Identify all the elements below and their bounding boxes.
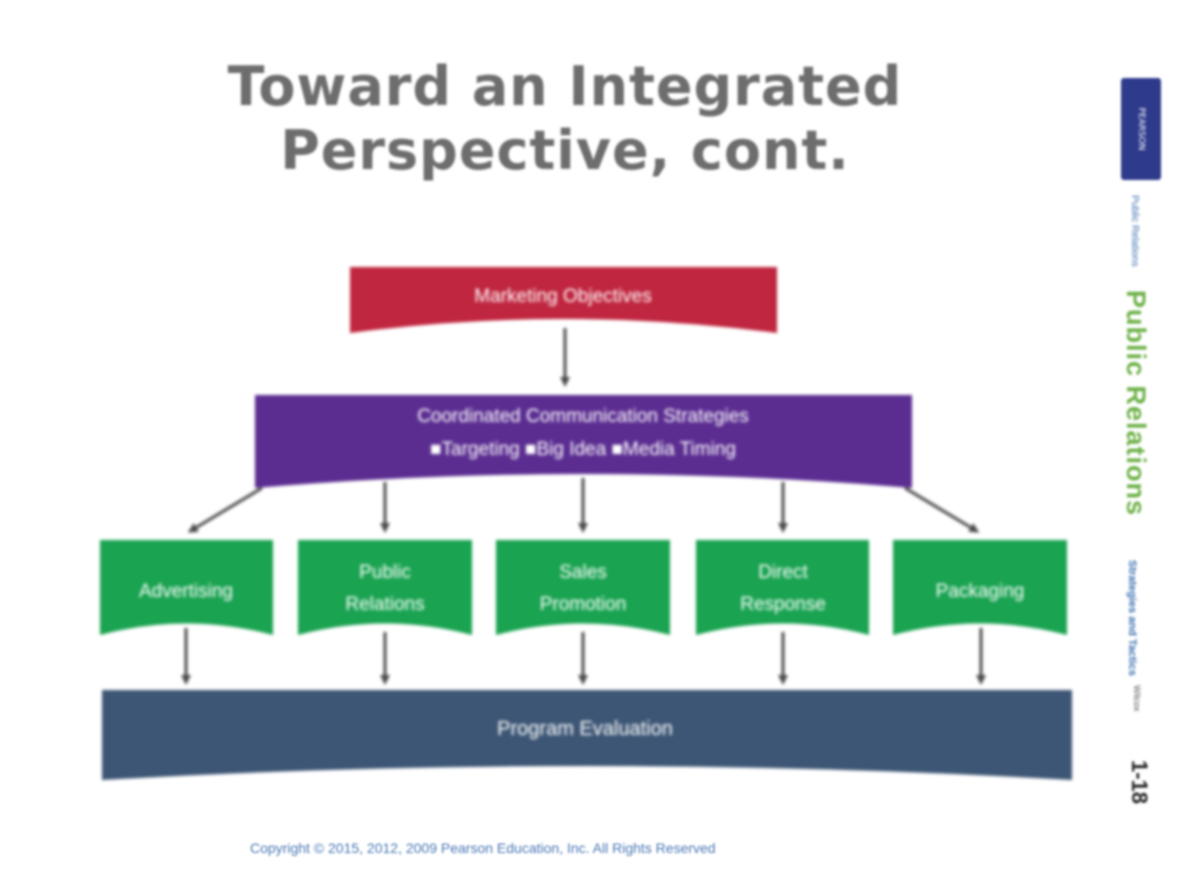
marketing-objectives-shape — [350, 267, 777, 333]
tool-box-shape — [100, 540, 273, 635]
marketing-objectives-label: Marketing Objectives — [474, 286, 651, 307]
tool-label-advertising: Advertising — [139, 581, 233, 602]
tool-box-direct-response: Direct Response — [696, 540, 869, 635]
connector-arrows — [181, 328, 986, 685]
sidebar-small-text-2: Strategies and Tactics — [1126, 560, 1138, 676]
program-evaluation-shape — [102, 690, 1072, 780]
tool-label-sales-promotion-2: Promotion — [540, 594, 627, 615]
program-evaluation-label: Program Evaluation — [497, 718, 673, 740]
tool-box-shape — [696, 540, 869, 635]
tool-box-advertising: Advertising — [100, 540, 273, 635]
tool-label-direct-response-1: Direct — [758, 562, 808, 583]
communication-strategies-items: ■Targeting ■Big Idea ■Media Timing — [430, 439, 736, 460]
sidebar-small-text-3: Wilcox — [1132, 685, 1142, 712]
sidebar-small-text-1: Public Relations — [1129, 195, 1140, 267]
tool-label-public-relations-1: Public — [359, 562, 411, 583]
slide-title-line-2: Perspective, cont. — [280, 119, 850, 182]
communication-strategies-label: Coordinated Communication Strategies — [417, 406, 749, 427]
book-cover-label: PEARSON — [1136, 107, 1146, 151]
tool-label-packaging: Packaging — [936, 581, 1025, 602]
tool-box-public-relations: Public Relations — [298, 540, 472, 635]
tool-box-shape — [496, 540, 670, 635]
tool-box-packaging: Packaging — [893, 540, 1067, 635]
tool-box-shape — [298, 540, 472, 635]
sidebar-public-relations-label: Public Relations — [1121, 290, 1151, 517]
sidebar-branding: PEARSON Public Relations Public Relation… — [1112, 70, 1172, 830]
program-evaluation-box: Program Evaluation — [102, 690, 1072, 780]
slide-page-number: 1-18 — [1127, 760, 1152, 805]
slide-title-line-1: Toward an Integrated — [227, 55, 903, 118]
tool-box-shape — [893, 540, 1067, 635]
communication-strategies-box: Coordinated Communication Strategies ■Ta… — [255, 395, 912, 488]
marketing-objectives-box: Marketing Objectives — [350, 267, 777, 333]
slide-title: Toward an Integrated Perspective, cont. — [130, 55, 1000, 183]
tool-label-public-relations-2: Relations — [345, 594, 424, 615]
arrow-to-packaging — [904, 486, 980, 533]
book-cover-thumbnail: PEARSON — [1121, 78, 1161, 180]
tool-label-direct-response-2: Response — [740, 594, 826, 615]
copyright-footer: Copyright © 2015, 2012, 2009 Pearson Edu… — [250, 840, 716, 856]
tool-box-sales-promotion: Sales Promotion — [496, 540, 670, 635]
arrow-to-advertising — [187, 486, 263, 533]
communication-strategies-shape — [255, 395, 912, 488]
tool-label-sales-promotion-1: Sales — [559, 562, 607, 583]
